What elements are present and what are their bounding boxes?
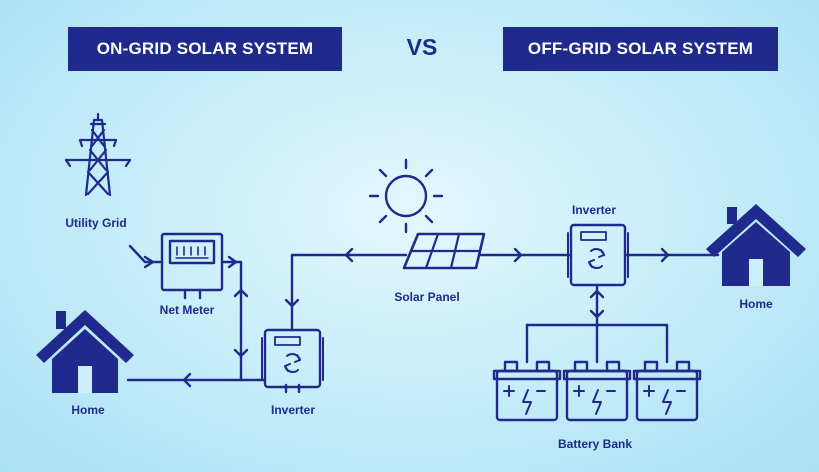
net-meter-label: Net Meter <box>159 303 215 317</box>
vs-label: VS <box>406 34 438 60</box>
sun-icon <box>368 158 444 234</box>
inverter-label-right: Inverter <box>571 203 617 217</box>
off-grid-title: OFF-GRID SOLAR SYSTEM <box>503 27 778 71</box>
meter-icon <box>160 232 224 292</box>
inverter-icon <box>261 328 324 394</box>
solar-panel-icon <box>402 232 486 270</box>
home-label-right: Home <box>739 297 773 311</box>
battery-icon <box>632 360 702 422</box>
tower-icon <box>64 112 132 197</box>
house-icon <box>706 204 806 286</box>
connection-wires <box>126 244 720 388</box>
on-grid-title: ON-GRID SOLAR SYSTEM <box>68 27 342 71</box>
battery-bank-label: Battery Bank <box>557 437 633 451</box>
inverter-label-left: Inverter <box>270 403 316 417</box>
battery-icon <box>562 360 632 422</box>
inverter-icon <box>567 223 629 287</box>
house-icon <box>36 310 134 393</box>
battery-icon <box>492 360 562 422</box>
solar-panel-label: Solar Panel <box>394 290 460 304</box>
utility-grid-label: Utility Grid <box>65 216 127 230</box>
home-label-left: Home <box>71 403 105 417</box>
